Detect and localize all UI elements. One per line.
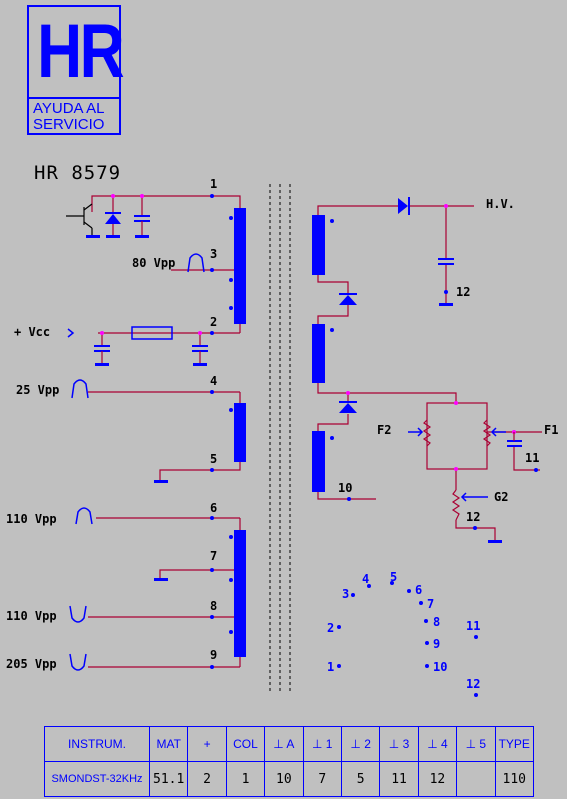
- transformer-core: [269, 184, 291, 692]
- base-pin-6: 6: [415, 583, 422, 597]
- hv-diodes: [339, 197, 410, 413]
- label-f2: F2: [377, 423, 391, 437]
- base-pin-7: 7: [427, 597, 434, 611]
- label-110vpp-b: 110 Vpp: [6, 609, 57, 623]
- value-gnd-5: [456, 761, 496, 797]
- model-title: HR 8579: [34, 162, 122, 184]
- pulse-wave-80-icon: [187, 253, 205, 273]
- label-f1: F1: [544, 423, 558, 437]
- pin-12-hv: 12: [456, 285, 470, 299]
- junction-dots: [100, 194, 516, 471]
- value-mat: 51.1: [148, 761, 189, 797]
- pin-2: 2: [210, 315, 217, 329]
- spec-table: INSTRUM. MAT + COL ⊥ A ⊥ 1 ⊥ 2 ⊥ 3 ⊥ 4 ⊥…: [44, 726, 535, 797]
- logo: HR AYUDA AL SERVICIO: [27, 5, 125, 135]
- pot-g2: [451, 489, 461, 521]
- pulse-wave-205-icon: [69, 653, 87, 671]
- spec-header-row: INSTRUM. MAT + COL ⊥ A ⊥ 1 ⊥ 2 ⊥ 3 ⊥ 4 ⊥…: [44, 726, 535, 762]
- pot-wipers: [408, 427, 506, 502]
- header-type: TYPE: [494, 726, 535, 762]
- pin-5: 5: [210, 452, 217, 466]
- coil-hv-2: [312, 324, 325, 383]
- pulse-wave-25-icon: [71, 379, 89, 399]
- header-gnd-5: ⊥ 5: [456, 726, 496, 762]
- base-pin-4: 4: [362, 572, 369, 586]
- base-dots: [337, 581, 478, 697]
- pin-10: 10: [338, 481, 352, 495]
- value-gnd-a: 10: [264, 761, 304, 797]
- header-gnd-4: ⊥ 4: [417, 726, 458, 762]
- pin-9: 9: [210, 648, 217, 662]
- value-instrum: SMONDST-32KHz: [44, 761, 150, 797]
- base-pin-1: 1: [327, 660, 334, 674]
- label-g2: G2: [494, 490, 508, 504]
- logo-mark: HR: [37, 9, 125, 94]
- header-gnd-3: ⊥ 3: [379, 726, 419, 762]
- pin-4: 4: [210, 374, 217, 388]
- coil-hv-1: [312, 215, 325, 275]
- value-col: 1: [225, 761, 266, 797]
- voltage-labels: + Vcc 80 Vpp 25 Vpp 110 Vpp 110 Vpp 205 …: [6, 177, 558, 671]
- value-gnd-4: 12: [417, 761, 458, 797]
- coil-secondary-low: [234, 530, 246, 657]
- header-mat: MAT: [148, 726, 189, 762]
- potentiometers: [422, 419, 492, 521]
- header-col: COL: [225, 726, 266, 762]
- capacitors: [94, 215, 522, 447]
- value-gnd-1: 7: [302, 761, 342, 797]
- coil-hv-3: [312, 431, 325, 492]
- coil-primary: [234, 208, 246, 324]
- base-pin-10: 10: [433, 660, 447, 674]
- logo-line-2: SERVICIO: [33, 116, 105, 133]
- base-pin-5: 5: [390, 570, 397, 584]
- pin-1: 1: [210, 177, 217, 191]
- header-instrum: INSTRUM.: [44, 726, 150, 762]
- series-resistor: [131, 326, 173, 340]
- logo-divider: [29, 97, 119, 99]
- label-80vpp: 80 Vpp: [132, 256, 175, 270]
- label-vcc: + Vcc: [14, 325, 50, 339]
- pulse-wave-110a-icon: [75, 507, 93, 525]
- pin-8: 8: [210, 599, 217, 613]
- waveforms: [67, 253, 205, 671]
- logo-line-1: AYUDA AL: [33, 100, 105, 117]
- base-pin-8: 8: [433, 615, 440, 629]
- base-pin-11: 11: [466, 619, 480, 633]
- pulse-wave-110b-icon: [69, 605, 87, 623]
- label-205vpp: 205 Vpp: [6, 657, 57, 671]
- value-gnd-2: 5: [340, 761, 381, 797]
- label-25vpp: 25 Vpp: [16, 383, 59, 397]
- coil-heater: [234, 403, 246, 462]
- coils: [86, 208, 502, 657]
- label-hv: H.V.: [486, 197, 515, 211]
- header-plus: +: [187, 726, 227, 762]
- value-gnd-3: 11: [379, 761, 419, 797]
- pot-f2: [422, 419, 432, 447]
- spec-value-row: SMONDST-32KHz 51.1 2 1 10 7 5 11 12 110: [44, 761, 535, 797]
- damper-diode: [105, 212, 121, 235]
- base-pin-2: 2: [327, 621, 334, 635]
- header-gnd-2: ⊥ 2: [340, 726, 381, 762]
- pin-points: [210, 194, 538, 669]
- value-plus: 2: [187, 761, 227, 797]
- pin-6: 6: [210, 501, 217, 515]
- pot-f1: [482, 419, 492, 447]
- transistor-symbol: [66, 203, 93, 235]
- label-110vpp-a: 110 Vpp: [6, 512, 57, 526]
- base-labels: 1 2 3 4 5 6 7 8 9 10 11 12: [327, 570, 480, 691]
- header-gnd-a: ⊥ A: [264, 726, 304, 762]
- header-gnd-1: ⊥ 1: [302, 726, 342, 762]
- flyback-schematic: + Vcc 80 Vpp 25 Vpp 110 Vpp 110 Vpp 205 …: [6, 177, 558, 697]
- cap-leads: [101, 221, 515, 441]
- base-pin-12: 12: [466, 677, 480, 691]
- base-pin-3: 3: [342, 587, 349, 601]
- pin-3: 3: [210, 247, 217, 261]
- vcc-arrow-icon: [67, 328, 75, 338]
- value-type: 110: [494, 761, 535, 797]
- pin-11: 11: [525, 451, 539, 465]
- base-pin-9: 9: [433, 637, 440, 651]
- pin-12-g2: 12: [466, 510, 480, 524]
- pin-7: 7: [210, 549, 217, 563]
